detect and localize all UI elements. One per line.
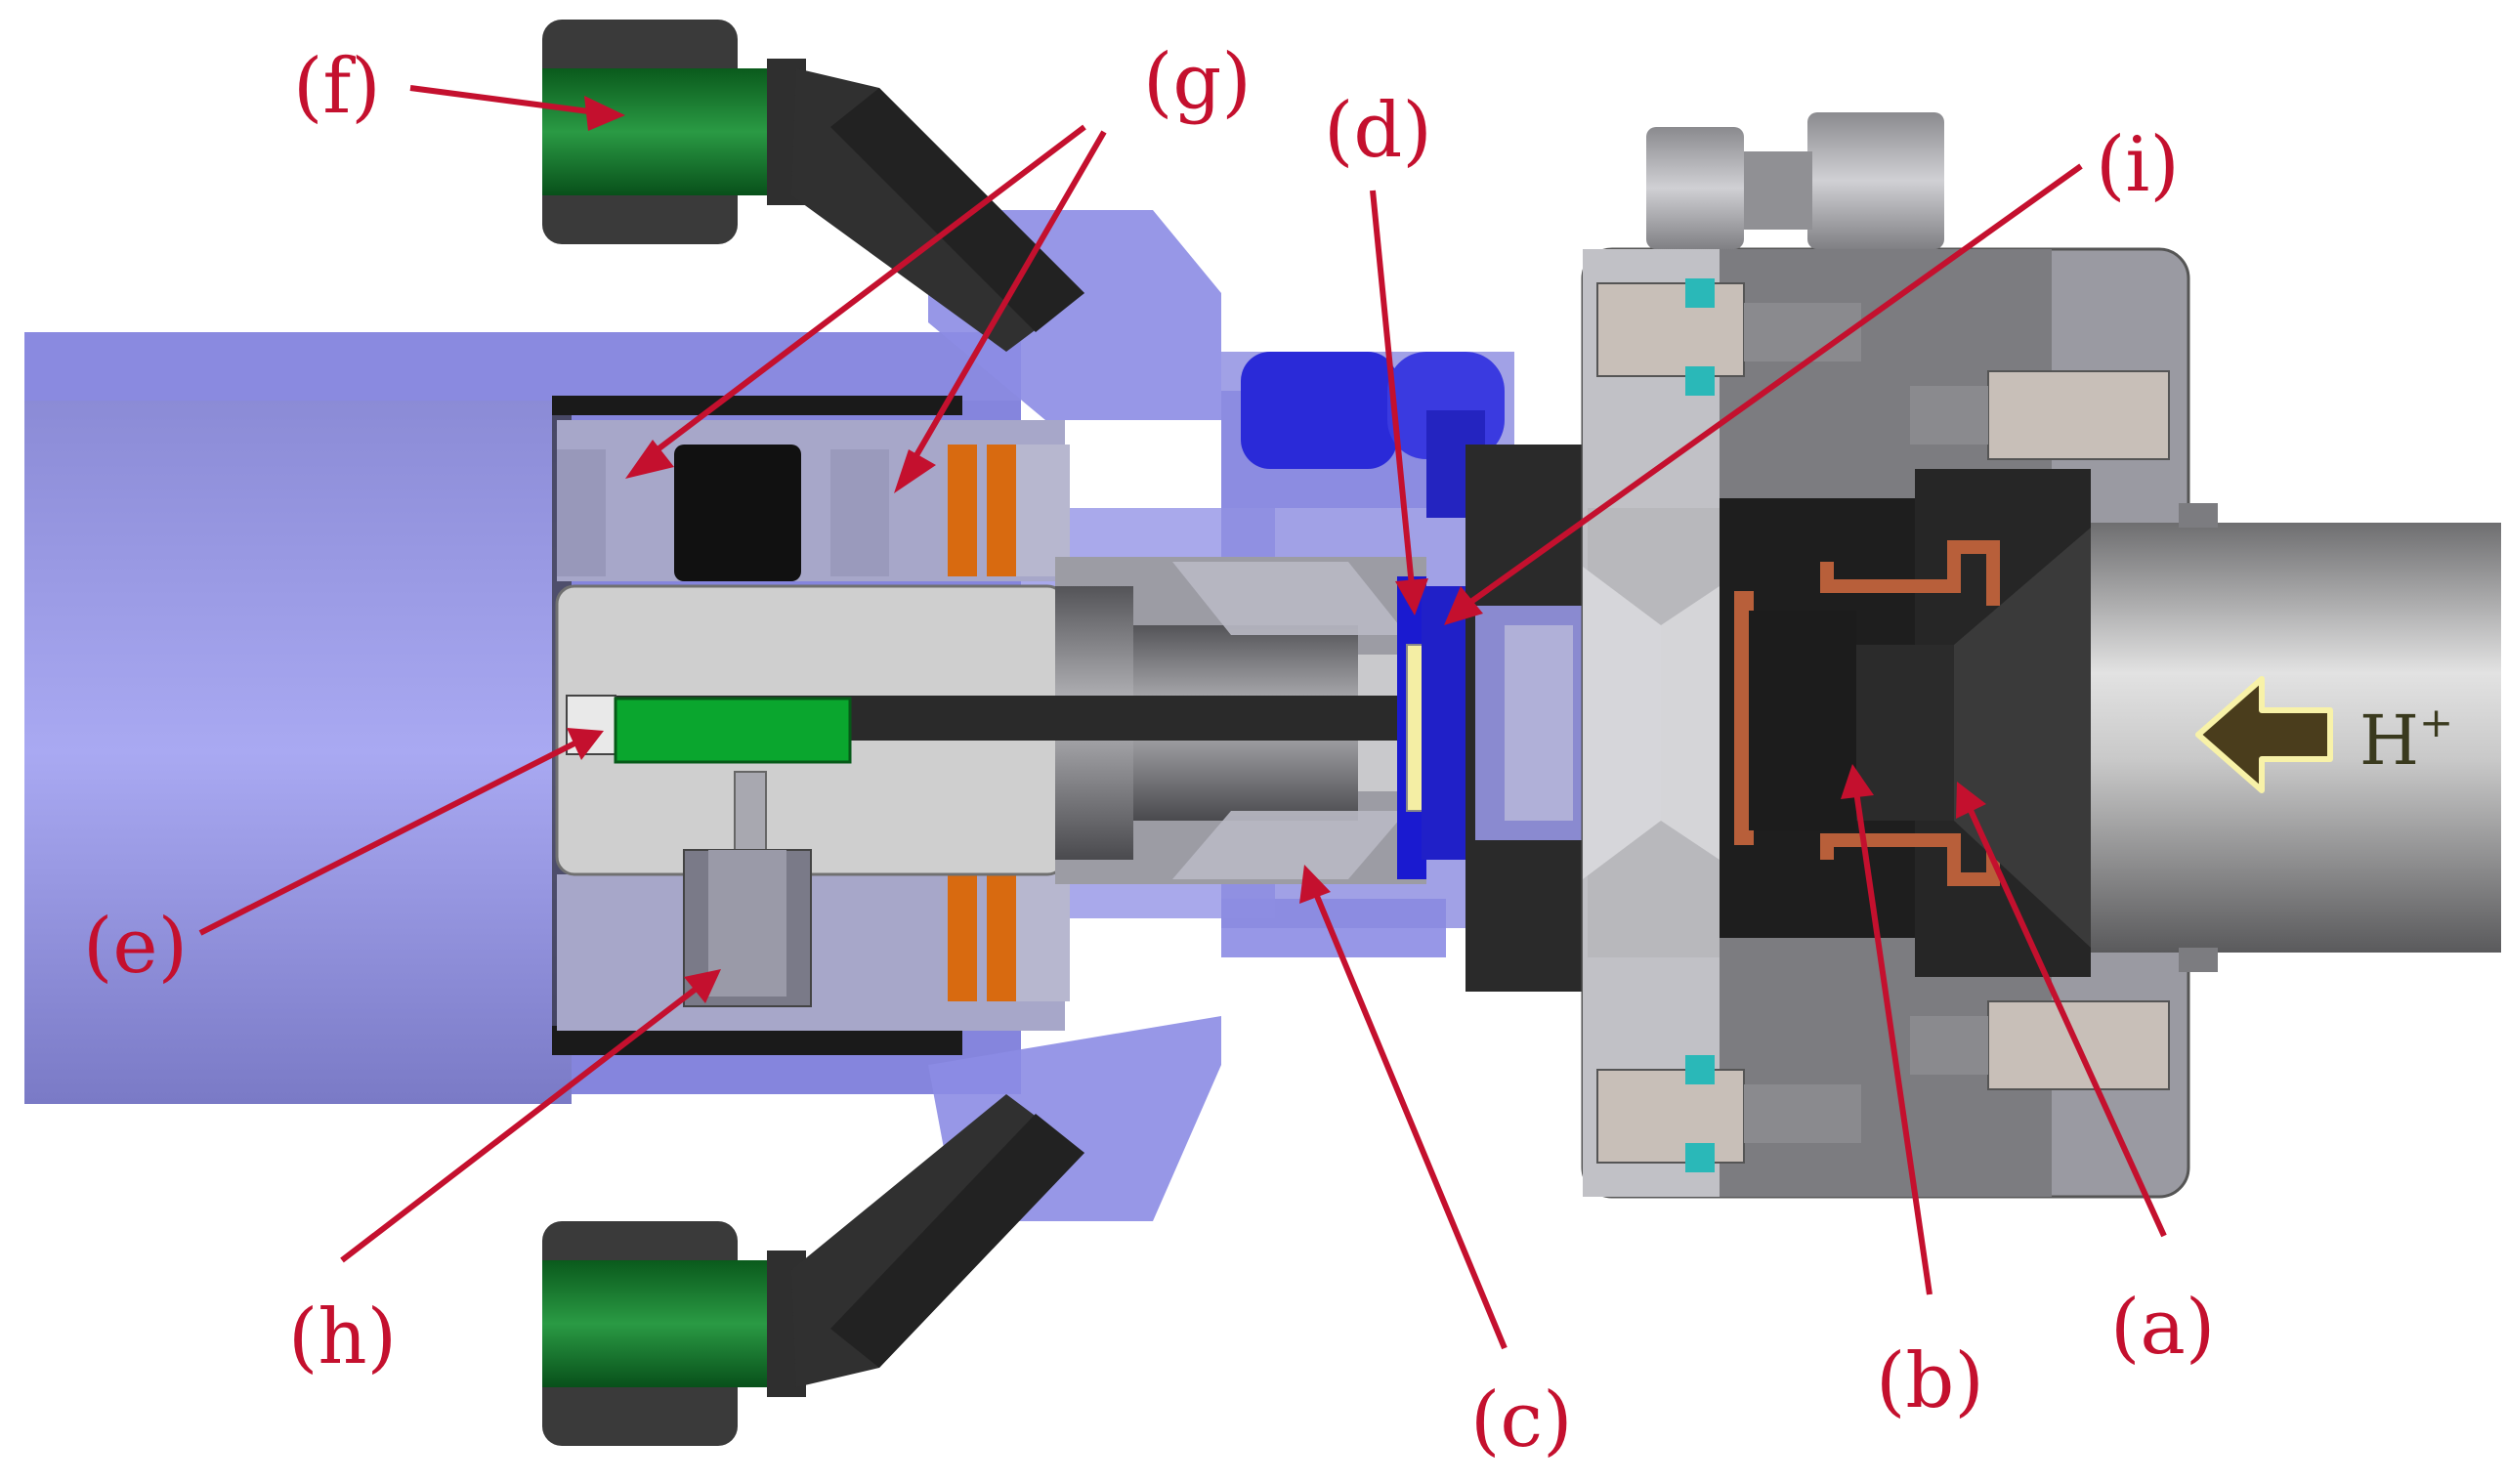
label-a: (a) bbox=[2110, 1284, 2215, 1372]
label-c: (c) bbox=[1470, 1377, 1573, 1464]
label-f: (f) bbox=[293, 43, 381, 131]
arrowhead-g2 bbox=[894, 449, 936, 493]
upper-gas-fitting bbox=[542, 20, 1084, 352]
arrowhead-a bbox=[1956, 782, 1986, 819]
leader-i bbox=[1464, 163, 2083, 609]
label-g: (g) bbox=[1143, 38, 1252, 126]
leader-g1 bbox=[643, 124, 1086, 462]
arrowhead-e bbox=[567, 728, 604, 760]
top-gauge-fitting bbox=[1646, 112, 1944, 249]
leader-g2 bbox=[906, 130, 1107, 471]
entrance-cone bbox=[1661, 586, 1720, 860]
label-h: (h) bbox=[288, 1293, 397, 1381]
bellows-section bbox=[1465, 445, 1593, 992]
label-e: (e) bbox=[83, 903, 188, 991]
upper-ceramic-assembly bbox=[557, 420, 1070, 581]
leader-a bbox=[1966, 804, 2167, 1238]
beam-label-symbol: H bbox=[2359, 700, 2419, 781]
arrowhead-g1 bbox=[625, 440, 674, 479]
leader-d bbox=[1370, 190, 1415, 587]
lower-gas-fitting bbox=[542, 1094, 1084, 1446]
leader-h bbox=[340, 984, 701, 1263]
label-b: (b) bbox=[1876, 1337, 1984, 1425]
arrowhead-c bbox=[1299, 865, 1331, 904]
leader-f bbox=[409, 85, 597, 115]
beam-label-superscript: + bbox=[2419, 699, 2453, 746]
label-i: (i) bbox=[2096, 121, 2180, 209]
leader-b bbox=[1853, 790, 1933, 1295]
leader-lines bbox=[198, 85, 2167, 1350]
part-labels: (f) (g) (d) (i) (e) (h) (c) (b) (a) bbox=[83, 38, 2215, 1464]
arrowhead-i bbox=[1444, 586, 1483, 625]
label-d: (d) bbox=[1324, 87, 1432, 175]
leader-e bbox=[198, 740, 578, 936]
arrowhead-h bbox=[684, 969, 721, 1003]
arrowhead-d bbox=[1395, 578, 1428, 615]
arrowhead-b bbox=[1841, 764, 1874, 799]
aperture-plate bbox=[1397, 576, 1475, 879]
beam-direction-indicator: H+ bbox=[2195, 676, 2453, 793]
left-arrow-icon bbox=[2195, 676, 2333, 793]
copper-target bbox=[1734, 540, 2000, 886]
bolts bbox=[1596, 278, 2170, 1172]
lower-ceramic-assembly bbox=[557, 874, 1070, 1031]
leader-c bbox=[1311, 887, 1508, 1350]
arrowhead-f bbox=[584, 96, 625, 131]
beam-label: H+ bbox=[2359, 699, 2453, 781]
green-pin bbox=[614, 697, 852, 764]
